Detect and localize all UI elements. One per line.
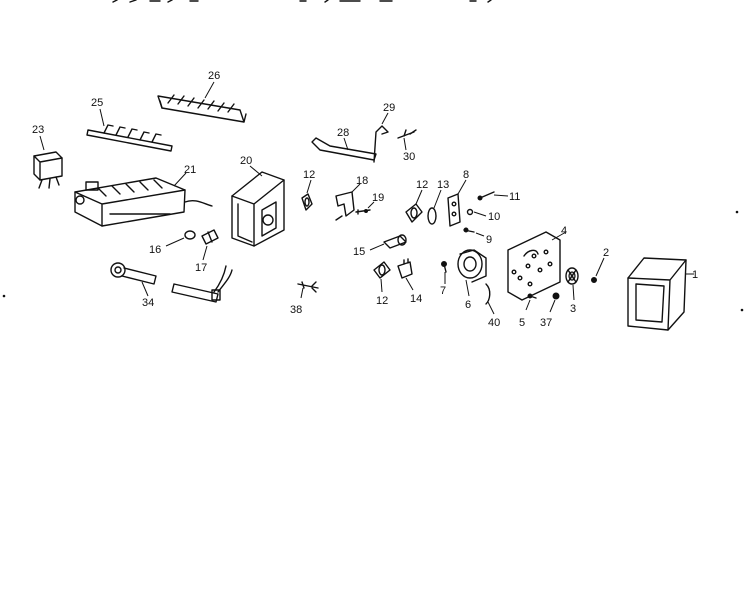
callout-12-b: 12 bbox=[416, 179, 428, 191]
part-2-screw: 2 bbox=[591, 247, 609, 283]
part-30-screw: 30 bbox=[397, 129, 417, 163]
part-12-bearing-lower: 12 bbox=[373, 261, 391, 307]
callout-23: 23 bbox=[32, 124, 44, 136]
part-12-bearing-upper: 12 bbox=[301, 169, 315, 211]
part-29-spring: 29 bbox=[373, 102, 395, 163]
callout-15: 15 bbox=[353, 246, 365, 258]
part-1-cover: 1 bbox=[627, 257, 698, 331]
top-edge-marks bbox=[112, 0, 492, 3]
part-23-solenoid: 23 bbox=[32, 124, 63, 189]
callout-10: 10 bbox=[488, 211, 500, 223]
callout-5: 5 bbox=[519, 317, 525, 329]
callout-8: 8 bbox=[463, 169, 469, 181]
part-26-ejector: 26 bbox=[157, 70, 247, 123]
part-10-washer: 10 bbox=[466, 208, 500, 223]
part-40-clip: 40 bbox=[485, 283, 500, 329]
callout-7: 7 bbox=[440, 285, 446, 297]
callout-6: 6 bbox=[465, 299, 471, 311]
part-21-ice-mold: 21 bbox=[74, 164, 213, 227]
part-38-pin: 38 bbox=[290, 281, 319, 316]
part-17-cam: 17 bbox=[195, 229, 219, 274]
callout-21: 21 bbox=[184, 164, 196, 176]
part-18-lever: 18 bbox=[335, 175, 368, 221]
callout-25: 25 bbox=[91, 97, 103, 109]
part-25-rake: 25 bbox=[86, 97, 173, 152]
part-6-motor: 6 bbox=[457, 249, 487, 311]
callout-30: 30 bbox=[403, 151, 415, 163]
part-11-screw: 11 bbox=[477, 191, 520, 203]
part-3-knob: 3 bbox=[565, 267, 579, 315]
part-4-mounting-plate: 4 bbox=[507, 225, 567, 301]
callout-28: 28 bbox=[337, 127, 349, 139]
callout-19: 19 bbox=[372, 192, 384, 204]
part-37-nut: 37 bbox=[540, 292, 560, 329]
stray-marks bbox=[2, 210, 744, 312]
part-19-screw: 19 bbox=[355, 192, 384, 215]
callout-1: 1 bbox=[692, 269, 698, 281]
callout-12-a: 12 bbox=[303, 169, 315, 181]
part-9-screw: 9 bbox=[463, 227, 492, 246]
callout-20: 20 bbox=[240, 155, 252, 167]
part-7-screw: 7 bbox=[440, 261, 447, 297]
callout-12-c: 12 bbox=[376, 295, 388, 307]
callout-34: 34 bbox=[142, 297, 154, 309]
part-14-terminal: 14 bbox=[397, 258, 422, 305]
part-28-shutoff-arm: 28 bbox=[311, 127, 377, 161]
callout-2: 2 bbox=[603, 247, 609, 259]
callout-11: 11 bbox=[509, 191, 520, 203]
callout-17: 17 bbox=[195, 262, 207, 274]
callout-40: 40 bbox=[488, 317, 500, 329]
part-wire-harness bbox=[171, 265, 233, 303]
callout-3: 3 bbox=[570, 303, 576, 315]
callout-38: 38 bbox=[290, 304, 302, 316]
part-8-bracket: 8 bbox=[447, 169, 469, 227]
part-16-gear: 16 bbox=[149, 230, 196, 256]
part-20-housing: 20 bbox=[231, 155, 285, 247]
callout-16: 16 bbox=[149, 244, 161, 256]
callout-26: 26 bbox=[208, 70, 220, 82]
callout-29: 29 bbox=[383, 102, 395, 114]
callout-4: 4 bbox=[561, 225, 567, 237]
callout-9: 9 bbox=[486, 234, 492, 246]
callout-37: 37 bbox=[540, 317, 552, 329]
part-12-bearing-middle: 12 bbox=[405, 179, 428, 223]
part-34-fill-tube: 34 bbox=[110, 262, 157, 309]
part-13-spring-clip: 13 bbox=[427, 179, 449, 225]
callout-13: 13 bbox=[437, 179, 449, 191]
part-15-switch: 15 bbox=[353, 234, 407, 258]
part-5-screw: 5 bbox=[519, 293, 537, 329]
callout-14: 14 bbox=[410, 293, 422, 305]
callout-18: 18 bbox=[356, 175, 368, 187]
